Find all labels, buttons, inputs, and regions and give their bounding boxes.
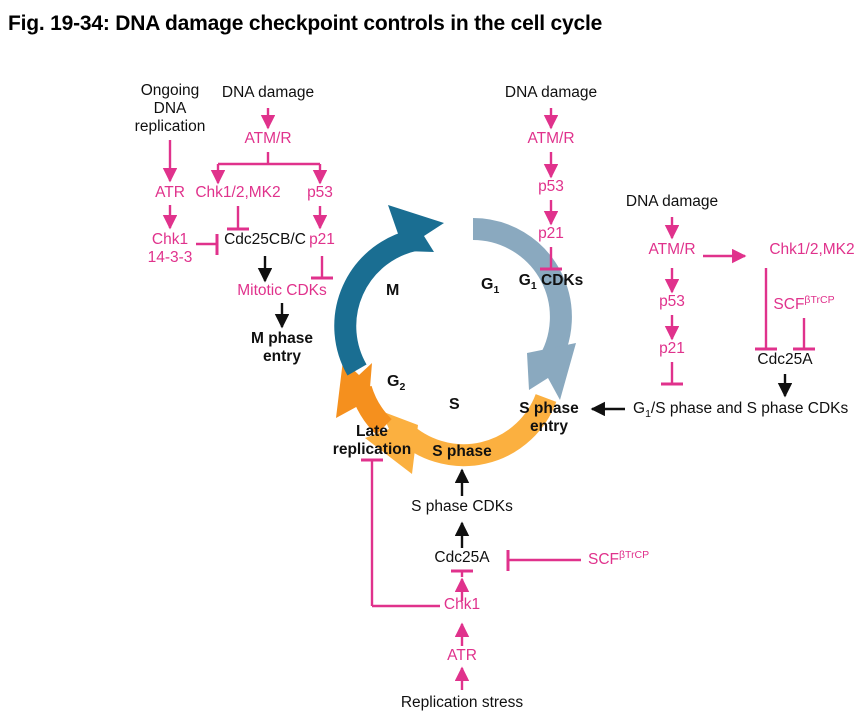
s-phase-entry-line-2: entry bbox=[530, 417, 568, 435]
cycle-label-g1-main: G bbox=[481, 276, 494, 293]
node-p53-g1: p53 bbox=[538, 178, 564, 195]
m-phase-entry-line-1: M phase bbox=[250, 330, 314, 347]
chk1-1433-label: 14-3-3 bbox=[147, 248, 193, 266]
cdks-pre: G bbox=[633, 400, 646, 417]
cycle-label-g2-main: G bbox=[387, 373, 400, 390]
node-atr-bottom: ATR bbox=[447, 647, 477, 664]
late-replication-line-1: Late bbox=[356, 423, 388, 440]
node-ongoing-dna-replication: Ongoing DNA replication bbox=[135, 82, 206, 135]
node-s-phase-cdks: S phase CDKs bbox=[411, 498, 513, 515]
scf-superscript: βTrCP bbox=[804, 294, 835, 306]
node-p21-s: p21 bbox=[659, 340, 685, 357]
node-scf-btrcp-bottom: SCFβTrCP bbox=[588, 549, 649, 569]
cycle-arc-m bbox=[334, 205, 444, 376]
node-p21-g1: p21 bbox=[538, 225, 564, 242]
scf-main-bottom: SCF bbox=[588, 551, 619, 569]
node-s-phase-entry: S phase entry bbox=[519, 400, 578, 436]
page-title: Fig. 19-34: DNA damage checkpoint contro… bbox=[8, 12, 603, 35]
node-p53-s: p53 bbox=[659, 293, 685, 310]
node-chk1-bottom: Chk1 bbox=[443, 596, 481, 613]
node-chk12-mk2-m: Chk1/2,MK2 bbox=[195, 184, 281, 201]
node-s-phase: S phase bbox=[432, 443, 492, 460]
node-late-replication: Late replication bbox=[333, 423, 411, 459]
node-replication-stress: Replication stress bbox=[400, 694, 524, 711]
node-m-phase-entry: M phase entry bbox=[251, 330, 313, 366]
scf-superscript-bottom: βTrCP bbox=[619, 549, 650, 561]
cycle-label-g2: G2 bbox=[387, 373, 405, 393]
cdks-sub: 1 bbox=[645, 408, 651, 421]
node-cdc25a-s: Cdc25A bbox=[757, 351, 813, 368]
node-atm-r-g1: ATM/R bbox=[527, 130, 575, 147]
node-g1s-and-s-phase-cdks: G1/S phase and S phase CDKs bbox=[633, 400, 848, 420]
node-atr-m: ATR bbox=[155, 184, 185, 201]
late-replication-line-2: replication bbox=[332, 440, 412, 458]
cycle-arc-g1 bbox=[472, 218, 576, 400]
node-atm-r-s: ATM/R bbox=[648, 241, 696, 258]
scf-main: SCF bbox=[773, 296, 805, 314]
node-chk1-1433-m: Chk1 14-3-3 bbox=[148, 231, 193, 267]
node-chk12-mk2-s: Chk1/2,MK2 bbox=[769, 241, 855, 258]
ongoing-line-1: Ongoing bbox=[140, 82, 200, 99]
g1-cdks-sub: 1 bbox=[530, 280, 537, 293]
node-cdc25a-bottom: Cdc25A bbox=[434, 549, 490, 566]
cycle-label-s: S bbox=[449, 396, 460, 413]
ongoing-line-2: DNA bbox=[153, 99, 187, 117]
node-cdc25cb-c: Cdc25CB/C bbox=[224, 231, 306, 248]
node-atm-r-m: ATM/R bbox=[244, 130, 292, 147]
node-dna-damage-s: DNA damage bbox=[625, 193, 719, 210]
cycle-arc-g2 bbox=[336, 360, 392, 435]
cycle-arc-s bbox=[365, 393, 557, 474]
node-p21-m: p21 bbox=[309, 231, 335, 248]
node-scf-btrcp-s: SCFβTrCP bbox=[773, 294, 834, 314]
node-p53-m: p53 bbox=[307, 184, 333, 201]
cycle-label-m: M bbox=[386, 282, 400, 299]
node-mitotic-cdks: Mitotic CDKs bbox=[237, 282, 327, 299]
cycle-label-g1: G1 bbox=[481, 276, 499, 296]
node-g1-cdks: G1 CDKs bbox=[519, 272, 583, 292]
s-phase-entry-line-1: S phase bbox=[519, 400, 579, 417]
cycle-label-g1-sub: 1 bbox=[493, 284, 500, 297]
g1-cdks-rest: CDKs bbox=[536, 272, 584, 289]
ongoing-line-3: replication bbox=[134, 117, 206, 135]
cdks-rest: /S phase and S phase CDKs bbox=[650, 400, 849, 417]
m-phase-entry-line-2: entry bbox=[263, 347, 301, 365]
g1-cdks-main: G bbox=[518, 272, 531, 289]
node-dna-damage-g1: DNA damage bbox=[504, 84, 598, 101]
chk1-label: Chk1 bbox=[151, 231, 189, 248]
cycle-label-g2-sub: 2 bbox=[399, 381, 406, 394]
node-dna-damage-m: DNA damage bbox=[221, 84, 315, 101]
